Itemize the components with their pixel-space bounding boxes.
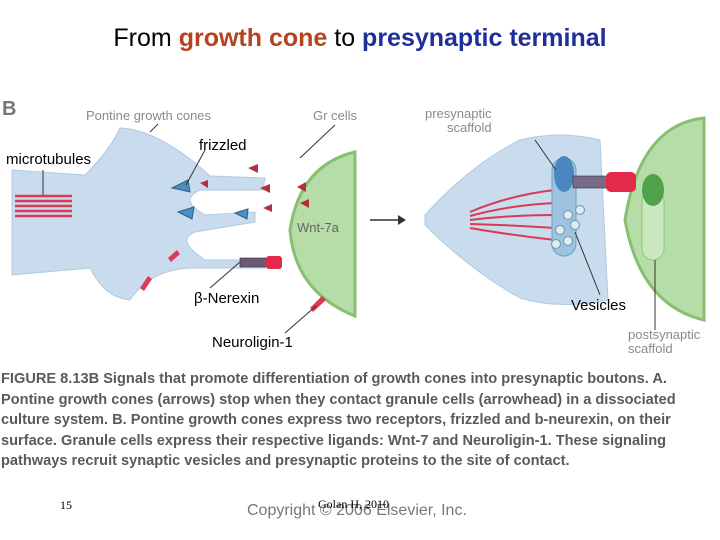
figure-caption: FIGURE 8.13B Signals that promote differ… bbox=[1, 369, 719, 472]
synaptic-vesicles bbox=[550, 204, 586, 250]
transition-arrowhead bbox=[398, 215, 406, 225]
citation: Golan H, 2010 bbox=[318, 497, 389, 511]
gr-cells-pointer bbox=[299, 124, 336, 159]
page-number: 15 bbox=[60, 498, 72, 512]
title-part3: to bbox=[327, 24, 363, 52]
slide-title: From growth cone to presynaptic terminal bbox=[0, 24, 720, 53]
title-growth-cone: growth cone bbox=[178, 24, 328, 52]
copyright: Copyright © 2006 Elsevier, Inc. bbox=[247, 502, 467, 519]
panel-letter: B bbox=[2, 98, 17, 120]
nerexin-label: β-Nerexin bbox=[194, 290, 260, 307]
frizzled-receptors bbox=[170, 179, 249, 220]
title-part1: From bbox=[113, 24, 179, 52]
wnt-ligands bbox=[200, 164, 309, 212]
caption-head: FIGURE 8.13B bbox=[1, 371, 100, 387]
nerexin-receptor bbox=[239, 256, 282, 269]
nerexin-pointer bbox=[209, 261, 241, 289]
frizzled-pointer bbox=[185, 149, 206, 186]
pontine-label: Pontine growth cones bbox=[86, 108, 212, 123]
microtubules-label: microtubules bbox=[6, 151, 92, 168]
neuroligin-pointer bbox=[284, 305, 317, 334]
caption-body: Signals that promote differentiation of … bbox=[1, 371, 676, 469]
postsyn-scaffold-line2: scaffold bbox=[628, 341, 673, 356]
free-molecule bbox=[140, 276, 152, 291]
pontine-pointer bbox=[149, 123, 159, 133]
frizzled-label: frizzled bbox=[199, 137, 247, 154]
gr-cells-label: Gr cells bbox=[313, 108, 358, 123]
postsyn-scaffold-label: postsynaptic scaffold bbox=[628, 328, 700, 356]
terminal-microtubules bbox=[469, 189, 556, 241]
gr-cell-left bbox=[288, 150, 357, 319]
presyn-scaffold-label: presynaptic scaffold bbox=[425, 107, 492, 135]
presyn-scaffold-line1: presynaptic bbox=[425, 106, 492, 121]
vesicles-pointer bbox=[574, 231, 601, 296]
wnt-label: Wnt-7a bbox=[297, 220, 339, 235]
postsyn-scaffold-line1: postsynaptic bbox=[628, 327, 701, 342]
microtubule-bundle bbox=[15, 194, 72, 218]
postsynaptic-scaffold-top bbox=[642, 174, 664, 206]
neuroligin-label: Neuroligin-1 bbox=[212, 334, 293, 351]
presynaptic-terminal bbox=[424, 134, 609, 305]
presynaptic-scaffold-top bbox=[554, 156, 574, 192]
presyn-scaffold-pointer bbox=[534, 139, 557, 171]
free-molecule-2 bbox=[168, 250, 180, 262]
growth-cone-left bbox=[11, 127, 266, 301]
presyn-scaffold-line2: scaffold bbox=[447, 120, 492, 135]
trans-synaptic-complex bbox=[572, 172, 636, 192]
figure-diagram bbox=[11, 116, 706, 334]
title-presynaptic-terminal: presynaptic terminal bbox=[362, 24, 607, 52]
vesicles-label: Vesicles bbox=[571, 297, 627, 314]
